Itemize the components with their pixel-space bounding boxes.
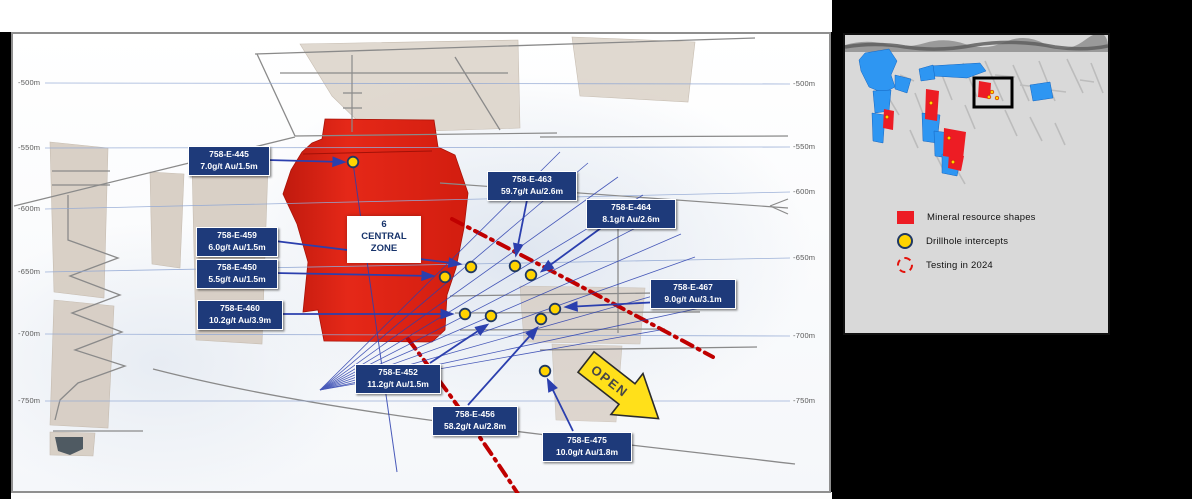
drillhole-dot-758-E-460 (458, 307, 472, 321)
drillhole-dot-758-E-456 (534, 312, 548, 326)
drillhole-dot-758-E-467 (548, 302, 562, 316)
drillhole-intercept: 11.2g/t Au/1.5m (367, 378, 429, 389)
drillhole-dot-758-E-450 (438, 270, 452, 284)
drillhole-id: 758-E-456 (455, 409, 495, 419)
depth-label-right--500m: -500m (793, 79, 816, 88)
drillhole-dot-758-E-445 (346, 155, 360, 169)
drillhole-id: 758-E-445 (209, 149, 249, 159)
open-arrow: OPEN (576, 350, 660, 420)
drillhole-intercept: 9.0g/t Au/3.1m (664, 293, 722, 304)
drillhole-id: 758-E-463 (512, 174, 552, 184)
drillhole-intercept: 10.0g/t Au/1.8m (555, 446, 619, 457)
gridline--600m (44, 191, 791, 210)
drillhole-arrow-758-E-463 (512, 199, 528, 258)
depth-label-right--750m: -750m (793, 396, 816, 405)
gridline--700m (44, 333, 791, 337)
drillhole-arrow-758-E-445 (266, 156, 347, 168)
mineral-resource-swatch (897, 210, 914, 224)
central-zone-label: 6 CENTRAL ZONE (347, 216, 421, 263)
drillhole-id: 758-E-475 (567, 435, 607, 445)
drillhole-arrow-758-E-456 (467, 325, 539, 406)
surface-topography (845, 35, 1108, 52)
depth-label-left--550m: -550m (18, 143, 41, 152)
drillhole-intercept: 7.0g/t Au/1.5m (200, 160, 258, 171)
inset-red-shapes (883, 81, 991, 171)
depth-label-left--700m: -700m (18, 329, 41, 338)
drillhole-intercept: 59.7g/t Au/2.6m (500, 185, 564, 196)
depth-label-left--750m: -750m (18, 396, 41, 405)
drillhole-intercept-swatch (897, 233, 913, 249)
depth-gridlines (44, 82, 791, 402)
slide-background-top (0, 0, 832, 32)
drillhole-arrow-758-E-464 (539, 227, 602, 273)
legend-item-square: Mineral resource shapes (897, 209, 1036, 225)
drillhole-intercept: 6.0g/t Au/1.5m (208, 241, 266, 252)
drillhole-arrow-758-E-452 (429, 323, 490, 364)
gridline--500m (44, 82, 791, 85)
legend-item-dash: Testing in 2024 (897, 257, 1036, 273)
section-location-box (972, 76, 1014, 109)
overview-map-art (845, 35, 1108, 185)
drillhole-intercept: 5.5g/t Au/1.5m (208, 273, 266, 284)
depth-label-right--550m: -550m (793, 142, 816, 151)
zone-name-line1: CENTRAL (361, 230, 407, 242)
legend-label: Testing in 2024 (926, 259, 993, 271)
drillhole-dot-758-E-475 (538, 364, 552, 378)
gridline--550m (44, 146, 791, 149)
zone-number: 6 (381, 219, 387, 230)
drillhole-arrow-758-E-467 (563, 300, 660, 312)
drillhole-id: 758-E-464 (611, 202, 651, 212)
drillhole-id: 758-E-452 (378, 367, 418, 377)
drillhole-intercept: 58.2g/t Au/2.8m (443, 420, 507, 431)
legend-label: Mineral resource shapes (927, 211, 1036, 223)
drillhole-id: 758-E-460 (220, 303, 260, 313)
cross-section-art: OPEN (13, 36, 796, 493)
drillhole-marks (266, 155, 660, 432)
legend-label: Drillhole intercepts (926, 235, 1009, 247)
drillhole-dot-758-E-459 (464, 260, 478, 274)
drillhole-id: 758-E-459 (217, 230, 257, 240)
gridline--650m (44, 257, 791, 273)
testing-2024-swatch (897, 257, 913, 273)
depth-label-left--600m: -600m (18, 204, 41, 213)
drillhole-dot-758-E-452 (484, 309, 498, 323)
depth-label-left--500m: -500m (18, 78, 41, 87)
drillhole-dot-758-E-463 (508, 259, 522, 273)
drillhole-intercept: 10.2g/t Au/3.9m (208, 314, 272, 325)
depth-label-right--600m: -600m (793, 187, 816, 196)
drillhole-intercept: 8.1g/t Au/2.6m (602, 213, 660, 224)
depth-label-right--700m: -700m (793, 331, 816, 340)
drillhole-arrow-758-E-475 (546, 377, 574, 432)
depth-label-right--650m: -650m (793, 253, 816, 262)
slide-background-bottom (11, 492, 832, 499)
zone-name-line2: ZONE (370, 242, 398, 254)
drillhole-id: 758-E-467 (673, 282, 713, 292)
drillhole-dot-758-E-464 (524, 268, 538, 282)
depth-label-left--650m: -650m (18, 267, 41, 276)
inset-drillhole-specks (884, 89, 1000, 165)
drillhole-id: 758-E-450 (217, 262, 257, 272)
legend-item-circle: Drillhole intercepts (897, 233, 1036, 249)
drillhole-arrow-758-E-450 (274, 270, 436, 282)
